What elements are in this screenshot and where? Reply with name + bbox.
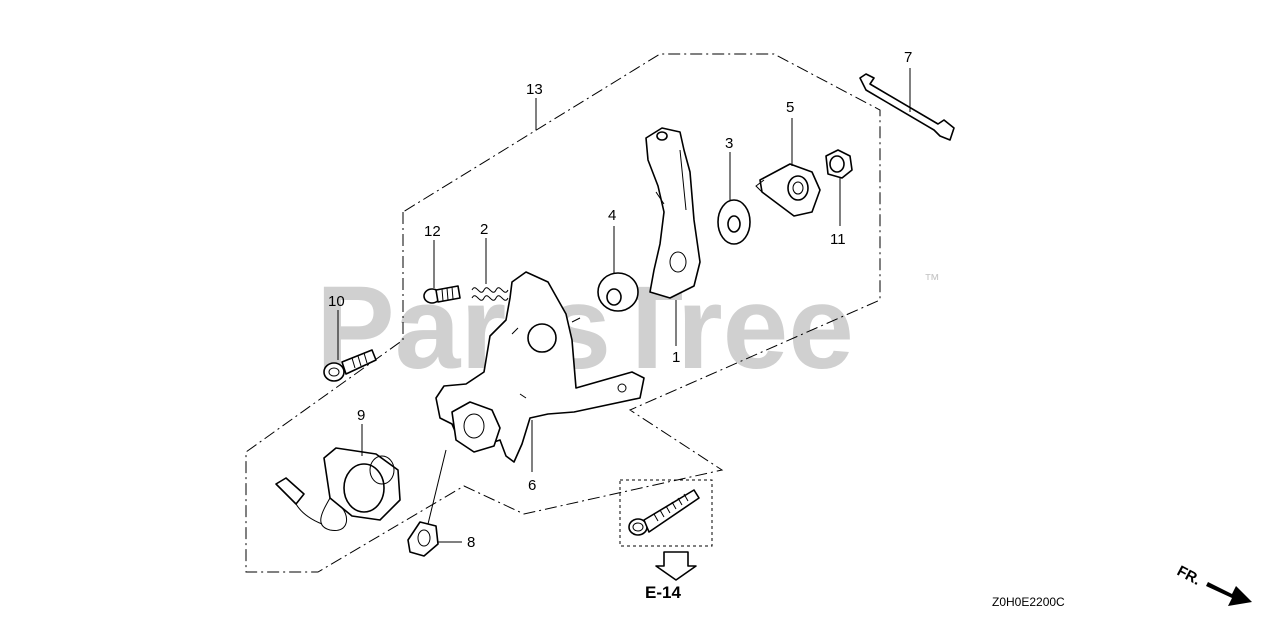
watermark-text: PartsTree (316, 262, 854, 394)
callout-7: 7 (904, 49, 912, 66)
callout-8: 8 (467, 534, 475, 551)
callout-10: 10 (328, 293, 345, 310)
front-label: FR. (1174, 563, 1203, 589)
part-4-washer (597, 272, 639, 312)
flange-bolt-screw (628, 489, 700, 536)
callout-6: 6 (528, 477, 536, 494)
screw-group-box (619, 479, 713, 547)
callout-9: 9 (357, 407, 365, 424)
part-9-sensor (275, 447, 401, 531)
callout-2: 2 (480, 221, 488, 238)
callout-1: 1 (672, 349, 680, 366)
part-12-bolt (423, 285, 461, 304)
part-5-cam-plate (755, 163, 821, 217)
callout-11: 11 (830, 231, 846, 248)
part-11-nut (825, 149, 853, 179)
part-8-clip (407, 521, 439, 557)
front-arrow-icon (1206, 582, 1252, 606)
callout-3: 3 (725, 135, 733, 152)
callout-13: 13 (526, 81, 543, 98)
callout-5: 5 (786, 99, 794, 116)
reference-label: E-14 (645, 583, 681, 602)
part-1-lever-arm (645, 127, 701, 299)
part-2-spring (471, 287, 509, 301)
reference-arrow (655, 551, 697, 581)
part-3-washer (717, 199, 751, 245)
watermark-trademark: ™ (924, 272, 940, 289)
callout-4: 4 (608, 207, 616, 224)
callout-12: 12 (424, 223, 441, 240)
leader-lines (337, 68, 911, 543)
diagram-code: Z0H0E2200C (992, 595, 1065, 609)
part-7-rod (859, 73, 955, 141)
assembly-outline-13 (245, 53, 881, 573)
part-6-bracket (435, 271, 645, 463)
front-direction-indicator: FR. (1174, 563, 1252, 606)
part-10-bolt (323, 349, 377, 382)
